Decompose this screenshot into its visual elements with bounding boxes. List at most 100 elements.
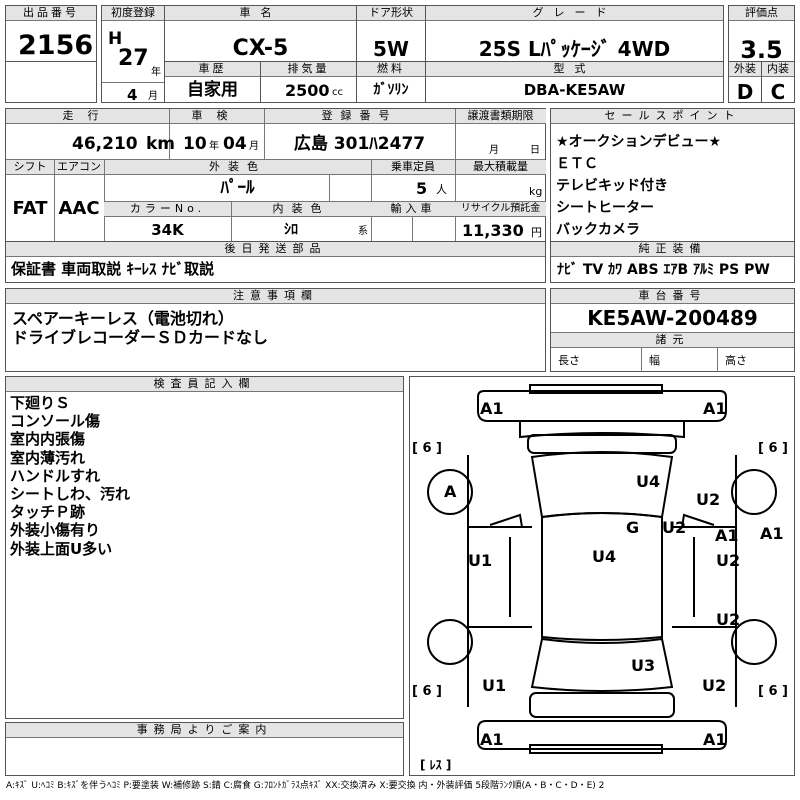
- damage-mark: U4: [592, 547, 617, 566]
- damage-mark: U2: [702, 676, 727, 695]
- ext-grade-cell: 外装 D: [728, 61, 762, 103]
- grade: 25S Lﾊﾟｯｹｰｼﾞ 4WD: [478, 37, 671, 61]
- fuel-label: 燃料: [357, 62, 425, 77]
- door-type: 5W: [373, 37, 409, 61]
- fuel: ｶﾞｿﾘﾝ: [373, 82, 409, 98]
- inspector-list: 下廻りＳ コンソール傷 室内内張傷 室内薄汚れ ハンドルすれ シートしわ、汚れ …: [10, 394, 130, 558]
- mileage-unit: km: [146, 134, 176, 154]
- year-unit: 年: [151, 67, 161, 78]
- tire-tread-left-front: [ 6 ]: [412, 441, 442, 456]
- displacement-cell: 排気量 2500 cc: [260, 61, 357, 103]
- reg-number: 広島 301ﾊ2477: [293, 134, 426, 154]
- sales-point-item: バックカメラ: [556, 222, 640, 238]
- damage-mark: A1: [703, 730, 727, 749]
- notes-box: 注意事項欄 スペアーキーレス（電池切れ） ドライブレコーダーＳＤカードなし: [5, 288, 546, 372]
- sales-points-box: セールスポイント ★オークションデビュー★ ＥＴＣ テレビキッド付き シートヒー…: [550, 108, 795, 242]
- insp-month: 04: [223, 134, 247, 154]
- door-cell: ドア形状 5W: [356, 5, 426, 62]
- chassis-box: 車台番号 KE5AW-200489 諸元 長さ 幅 高さ: [550, 288, 795, 372]
- lot-number-label: 出品番号: [6, 6, 96, 21]
- model-type: DBA-KE5AW: [523, 81, 626, 99]
- color-number: 34K: [151, 221, 184, 239]
- damage-mark: U2: [662, 518, 687, 537]
- details-block: 走行 車検 登録番号 譲渡書類期限 46,210 km 10 年 04 月 広島…: [5, 108, 546, 242]
- load-label: 最大積載量: [455, 160, 546, 175]
- sales-point-item: テレビキッド付き: [556, 178, 668, 194]
- inspector-line: タッチＰ跡: [10, 503, 86, 522]
- damage-mark: U2: [716, 551, 741, 570]
- inspector-line: 外装上面U多い: [10, 539, 113, 558]
- damage-mark: A1: [715, 526, 739, 545]
- office-box: 事務局よりご案内: [5, 722, 404, 776]
- sales-points-label: セールスポイント: [551, 109, 794, 124]
- history-label: 車歴: [165, 62, 260, 77]
- ext-color-label: 外装色: [104, 160, 371, 175]
- transfer-label: 譲渡書類期限: [455, 109, 546, 124]
- damage-mark: A: [444, 482, 457, 501]
- score-label: 評価点: [729, 6, 794, 21]
- int-color: ｼﾛ: [284, 222, 298, 238]
- int-grade-label: 内装: [762, 62, 794, 77]
- inspector-line: 室内薄汚れ: [10, 448, 86, 467]
- mileage: 46,210: [72, 134, 138, 154]
- accessories-label: 後日発送部品: [6, 242, 545, 257]
- first-registration-cell: 初度登録 H 27 年 4 月: [101, 5, 165, 103]
- equipment-item: PW: [744, 262, 770, 278]
- accessories-value: 保証書 車両取説 ｷｰﾚｽ ﾅﾋﾞ取説: [11, 260, 215, 278]
- air-conditioner: AAC: [58, 198, 100, 219]
- int-grade-cell: 内装 C: [761, 61, 795, 103]
- inspector-line: 室内内張傷: [10, 430, 86, 449]
- era: H: [108, 29, 123, 49]
- capacity-unit: 人: [436, 183, 447, 196]
- equipment-item: ABS: [627, 262, 659, 278]
- registration-month: 4: [127, 86, 138, 104]
- equipment-label: 純正装備: [551, 242, 794, 257]
- first-registration-label: 初度登録: [102, 6, 164, 21]
- capacity: 5: [416, 179, 428, 198]
- inspection-label: 車検: [169, 109, 264, 124]
- sales-point-item: ＥＴＣ: [556, 156, 598, 172]
- month-unit: 月: [148, 91, 158, 102]
- note-line: ドライブレコーダーＳＤカードなし: [12, 328, 269, 347]
- tire-tread-right-front: [ 6 ]: [758, 441, 788, 456]
- chassis-number: KE5AW-200489: [587, 306, 758, 330]
- ext-grade: D: [736, 80, 754, 104]
- model-cell: 車名 CX-5: [164, 5, 357, 62]
- recycle-unit: 円: [531, 226, 542, 239]
- inspector-line: コンソール傷: [10, 412, 101, 431]
- damage-mark: A1: [480, 730, 504, 749]
- height-label: 高さ: [725, 354, 747, 367]
- model-label: 車名: [165, 6, 356, 21]
- damage-mark: U2: [716, 610, 741, 629]
- vehicle-diagram: A1 A1 A U4 U2 G U2 A1 A1 U1 U4 U2 U2 U3 …: [409, 376, 795, 776]
- width-label: 幅: [649, 354, 660, 367]
- insp-year: 10: [183, 134, 207, 154]
- insp-year-unit: 年: [209, 141, 219, 152]
- transfer-month-unit: 月: [489, 145, 499, 156]
- equipment-item: TV: [582, 262, 604, 278]
- registration-year: 27: [118, 46, 149, 71]
- inspector-line: 下廻りＳ: [10, 394, 71, 412]
- mileage-label: 走行: [6, 109, 169, 124]
- ext-color: ﾊﾟｰﾙ: [220, 178, 255, 198]
- displacement: 2500: [285, 81, 330, 100]
- inspector-box: 検査員記入欄 下廻りＳ コンソール傷 室内内張傷 室内薄汚れ ハンドルすれ シー…: [5, 376, 404, 719]
- equipment-list: ﾅﾋﾞ TV ｶﾜ ABS ｴｱB ｱﾙﾐ PS PW: [557, 263, 770, 277]
- notes-label: 注意事項欄: [6, 289, 545, 304]
- damage-mark: U1: [468, 551, 493, 570]
- note-line: スペアーキーレス（電池切れ）: [12, 309, 234, 328]
- type-cell: 型式 DBA-KE5AW: [425, 61, 724, 103]
- history-cell: 車歴 自家用: [164, 61, 261, 103]
- damage-mark: A1: [480, 399, 504, 418]
- fuel-cell: 燃料 ｶﾞｿﾘﾝ: [356, 61, 426, 103]
- color-no-label: カラーNo.: [104, 202, 231, 217]
- sales-point-item: シートヒーター: [556, 200, 654, 216]
- lot-number: 2156: [18, 30, 94, 61]
- import-label: 輸入車: [371, 202, 455, 217]
- accessories-box: 後日発送部品 保証書 車両取説 ｷｰﾚｽ ﾅﾋﾞ取説: [5, 241, 546, 283]
- notes-list: スペアーキーレス（電池切れ） ドライブレコーダーＳＤカードなし: [12, 309, 268, 347]
- tire-tread-right-rear: [ 6 ]: [758, 684, 788, 699]
- damage-mark: U3: [631, 656, 656, 675]
- length-label: 長さ: [558, 354, 580, 367]
- office-label: 事務局よりご案内: [6, 723, 403, 738]
